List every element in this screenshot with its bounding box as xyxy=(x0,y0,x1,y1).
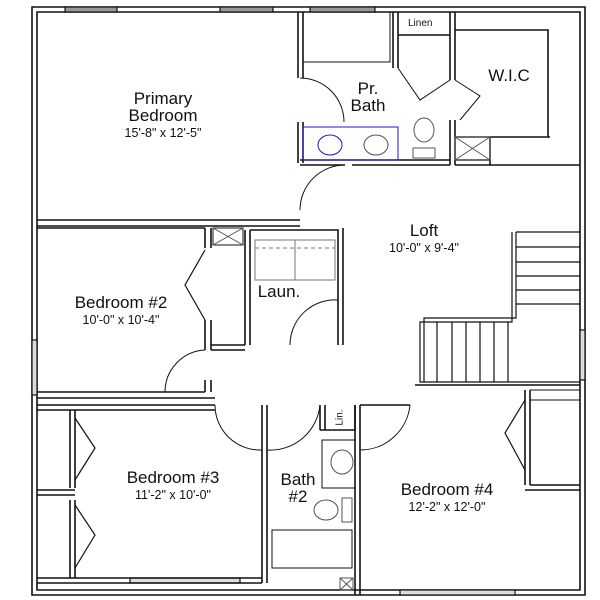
sink-icon xyxy=(363,134,389,156)
room-primary-bath: Pr. Bath xyxy=(350,79,386,115)
room-name: Primary xyxy=(133,89,193,108)
room-bedroom-2: Bedroom #2 10'-0" x 10'-4" xyxy=(74,293,168,327)
room-linen: Linen xyxy=(408,18,433,29)
doors[interactable] xyxy=(164,67,481,451)
room-name: Bedroom xyxy=(128,106,198,125)
room-wic: W.I.C xyxy=(488,66,530,85)
toilet-icon xyxy=(313,499,339,521)
bedroom-4-walls xyxy=(360,384,581,491)
interior-walls-mid xyxy=(37,227,344,399)
room-loft: Loft 10'-0" x 9'-4" xyxy=(389,221,459,255)
toilet-icon xyxy=(413,117,435,143)
room-laundry: Laun. xyxy=(257,282,301,301)
room-bedroom-4: Bedroom #4 12'-2" x 12'-0" xyxy=(400,480,494,514)
room-bedroom-3: Bedroom #3 11'-2" x 10'-0" xyxy=(126,468,220,502)
windows xyxy=(31,6,586,596)
interior-walls xyxy=(37,11,580,227)
room-dimensions: 15'-8" x 12'-5" xyxy=(124,126,202,140)
fixtures xyxy=(212,117,491,591)
room-primary-bedroom: Primary Bedroom 15'-8" x 12'-5" xyxy=(125,90,202,140)
bath-2-walls xyxy=(271,405,361,595)
room-bath-2: Bath #2 xyxy=(280,470,316,506)
closet-doors[interactable] xyxy=(74,249,526,569)
room-linen-small: Lin. xyxy=(334,409,346,426)
stairs[interactable] xyxy=(419,231,580,383)
sink-icon xyxy=(317,134,343,156)
bedroom-3-walls xyxy=(37,404,268,584)
sink-icon xyxy=(330,449,354,475)
